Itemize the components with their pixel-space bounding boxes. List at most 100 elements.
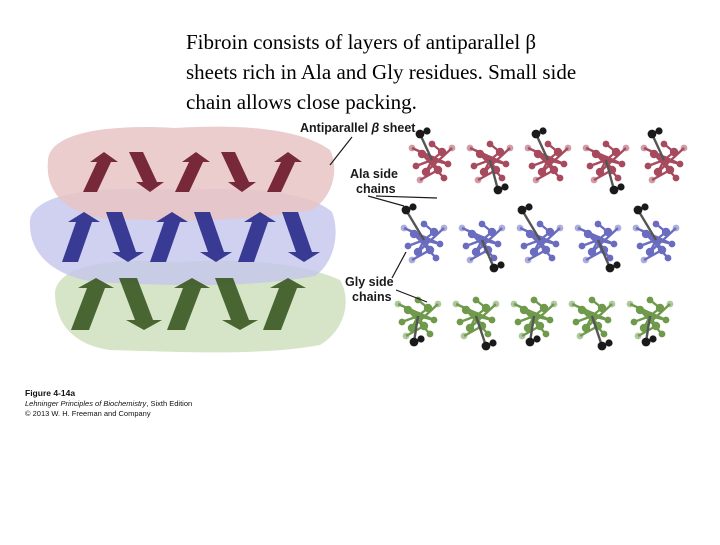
atom	[544, 140, 552, 148]
side-chain-atom	[539, 127, 547, 135]
atom	[498, 224, 506, 232]
side-chain-atom	[417, 335, 425, 343]
atom	[494, 240, 502, 248]
slide-text-line-3: chain allows close packing.	[186, 90, 417, 114]
atom	[409, 229, 419, 239]
atom	[588, 296, 596, 304]
beta-strand-arrow	[150, 212, 188, 262]
atom	[542, 330, 550, 338]
bond	[461, 226, 499, 246]
atom	[649, 149, 659, 159]
atom	[524, 144, 532, 152]
side-chain-bond	[488, 159, 500, 191]
side-chain-atom	[597, 341, 607, 351]
side-chain-bond	[520, 209, 542, 241]
figure-copyright: © 2013 W. H. Freeman and Company	[25, 409, 151, 418]
atom	[556, 174, 564, 182]
antiparallel-sheet-label: Antiparallel β sheet	[300, 121, 416, 135]
atom	[550, 300, 558, 308]
atom	[634, 332, 642, 340]
atom	[432, 254, 440, 262]
beta-strand-arrow	[129, 152, 164, 192]
atom	[524, 256, 532, 264]
atom	[651, 321, 661, 331]
side-chain-atom	[493, 185, 503, 195]
sheet-stack-illustration	[29, 126, 346, 353]
atom	[529, 247, 539, 257]
beta-strand-arrow	[194, 212, 232, 262]
atom	[465, 323, 475, 333]
side-chain-atom	[613, 261, 621, 269]
ala-pointer-1	[367, 195, 405, 207]
atom	[426, 330, 434, 338]
atom	[572, 318, 580, 326]
figure-caption: Figure 4-14a Lehninger Principles of Bio…	[25, 387, 192, 419]
figure-source: Lehninger Principles of Biochemistry, Si…	[25, 399, 192, 409]
side-chain-atom	[517, 205, 527, 215]
side-chain-atom	[401, 205, 411, 215]
residue-cluster	[400, 203, 448, 264]
atom	[479, 167, 489, 177]
atom	[606, 254, 614, 262]
side-chain-atom	[531, 129, 541, 139]
atom	[394, 300, 402, 308]
side-chain-atom	[533, 335, 541, 343]
atom	[672, 224, 680, 232]
middle-layer-strands	[62, 212, 320, 262]
atom	[549, 165, 559, 175]
atom	[484, 330, 492, 338]
bond	[571, 302, 609, 322]
side-chain-atom	[605, 263, 615, 273]
side-chain-atom	[525, 337, 535, 347]
beta-strand-arrow	[167, 278, 210, 330]
atom	[413, 247, 423, 257]
beta-strand-arrow	[221, 152, 256, 192]
atom	[640, 256, 648, 264]
atom	[577, 305, 587, 315]
atom	[648, 176, 656, 184]
side-chain-atom	[605, 339, 613, 347]
bond	[513, 302, 551, 322]
atom	[603, 227, 613, 237]
side-chain-atom	[647, 129, 657, 139]
atom	[611, 147, 621, 157]
gly-side-chains-label-line-1: Gly side	[345, 275, 394, 289]
atom	[630, 318, 638, 326]
atom	[537, 167, 547, 177]
atom	[478, 220, 486, 228]
beta-strand-arrow	[62, 212, 100, 262]
atom	[486, 140, 494, 148]
atom	[433, 165, 443, 175]
atom	[471, 247, 481, 257]
atom	[428, 140, 436, 148]
atom	[495, 147, 505, 157]
atom	[586, 162, 594, 170]
atom	[461, 305, 471, 315]
atom	[402, 332, 410, 340]
atom	[530, 296, 538, 304]
atom	[595, 167, 605, 177]
atom	[646, 296, 654, 304]
atom	[408, 144, 416, 152]
atom	[610, 240, 618, 248]
atom	[487, 227, 497, 237]
ball-and-stick-model	[394, 127, 688, 351]
atom	[539, 303, 549, 313]
atom	[582, 144, 590, 152]
bond	[397, 302, 435, 322]
atom	[416, 176, 424, 184]
residue-cluster	[574, 220, 622, 273]
bond	[585, 146, 623, 166]
side-chain-atom	[409, 337, 419, 347]
antiparallel-sheet-pointer	[329, 136, 353, 166]
atom	[429, 227, 439, 237]
side-chain-bond	[480, 239, 496, 269]
bond	[469, 146, 507, 166]
atom	[466, 256, 474, 264]
atom	[582, 256, 590, 264]
side-chain-atom	[655, 127, 663, 135]
ala-pointer-2	[375, 195, 438, 199]
atom	[516, 224, 524, 232]
side-chain-atom	[415, 129, 425, 139]
side-chain-atom	[489, 263, 499, 273]
